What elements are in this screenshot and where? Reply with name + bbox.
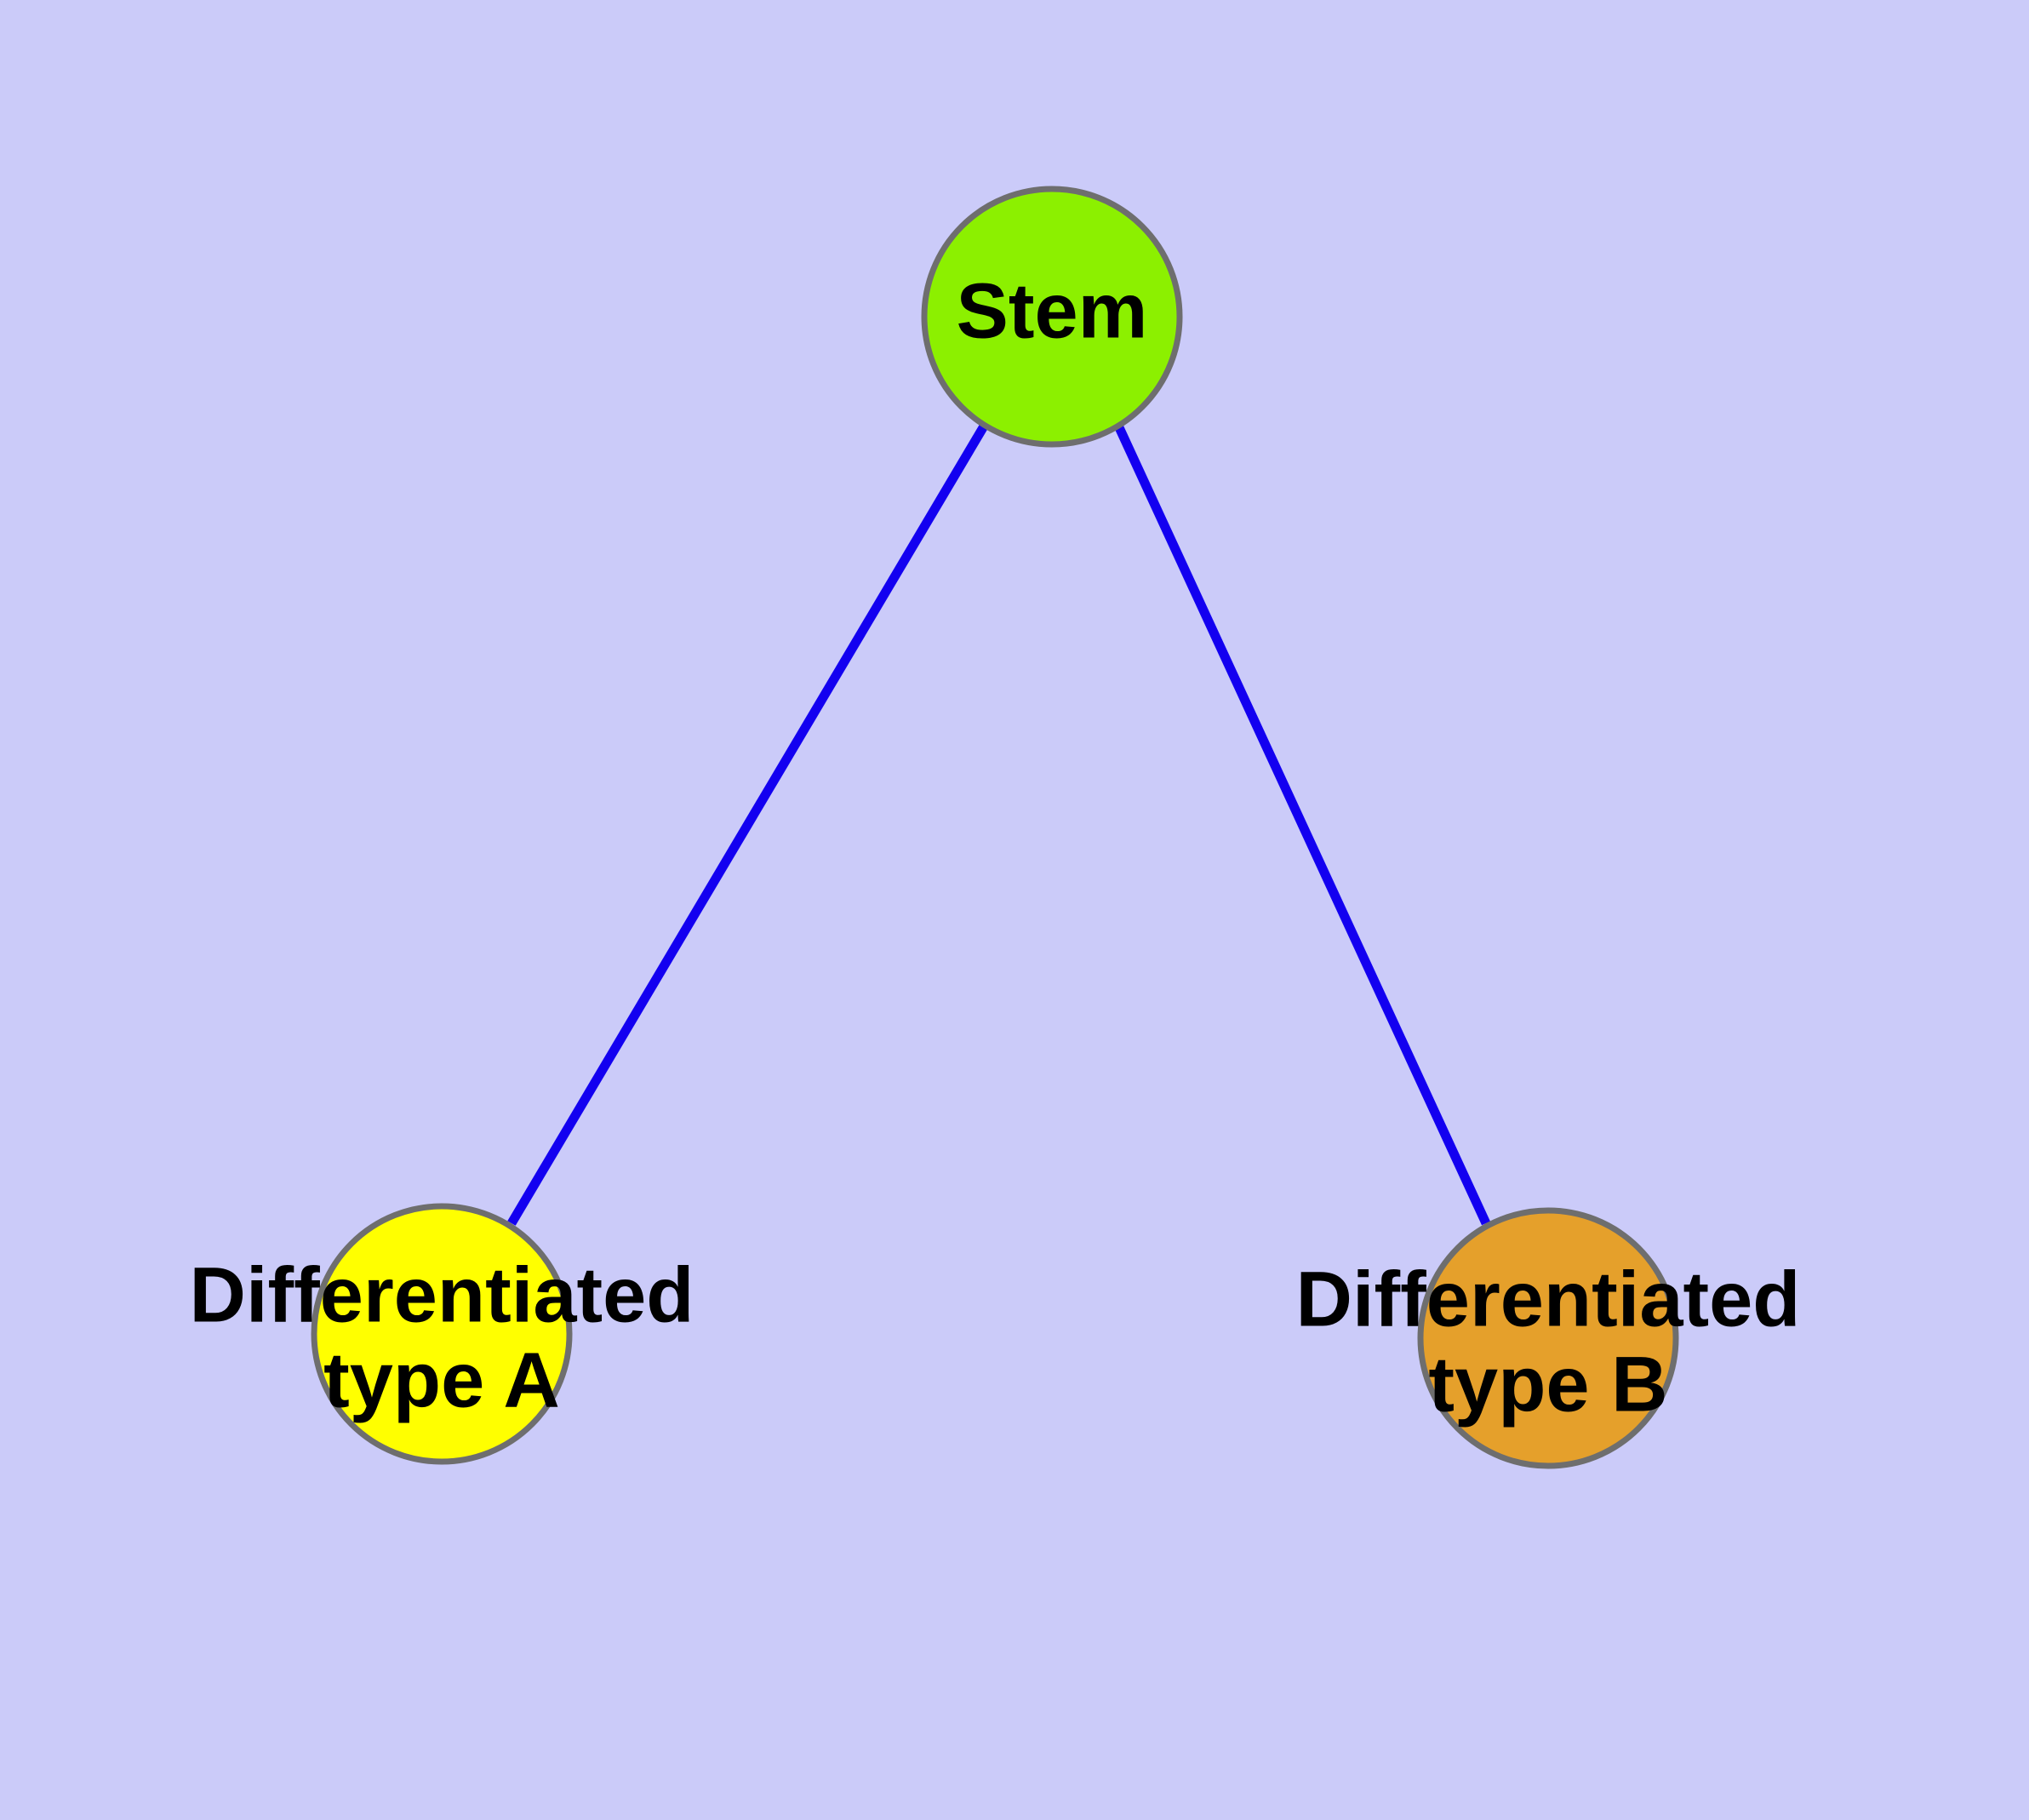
- node-label-differentiated-type-a-line2: type A: [323, 1336, 560, 1423]
- node-differentiated-type-b[interactable]: [1417, 1207, 1679, 1469]
- node-label-differentiated-type-a-line1: Differentiated: [190, 1251, 694, 1338]
- labels-layer: Stem Differentiated type A Differentiate…: [190, 267, 1801, 1428]
- node-stem[interactable]: [921, 186, 1183, 448]
- node-label-stem: Stem: [957, 267, 1148, 354]
- node-label-differentiated-type-b-line1: Differentiated: [1296, 1256, 1801, 1342]
- node-differentiated-type-a[interactable]: [311, 1203, 573, 1465]
- edge-stem-to-differentiated-type-b[interactable]: [1114, 423, 1490, 1226]
- edges-layer: [507, 422, 1490, 1226]
- nodes-layer: [311, 186, 1679, 1469]
- plot-area-background: [0, 0, 1860, 1732]
- edge-stem-to-differentiated-type-a[interactable]: [507, 422, 989, 1226]
- node-label-differentiated-type-b-line2: type B: [1428, 1341, 1667, 1428]
